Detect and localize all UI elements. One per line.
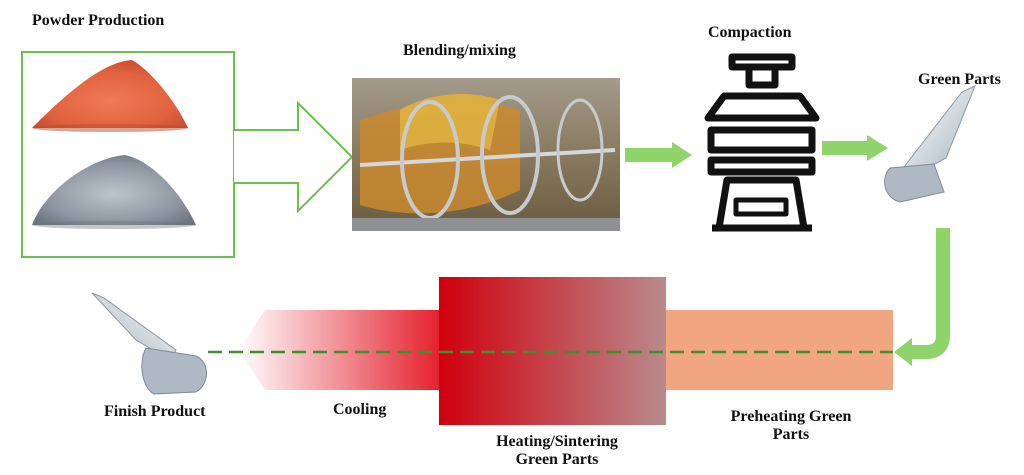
heating-sintering-label: Heating/Sintering Green Parts	[482, 433, 632, 470]
blending-mixing-label: Blending/mixing	[403, 42, 516, 59]
preheating-line2: Parts	[772, 426, 810, 444]
cooling-label: Cooling	[333, 401, 387, 418]
green-parts-to-preheat-arrow	[894, 228, 950, 366]
ribbon-blender-photo	[352, 78, 620, 231]
cooling-zone	[238, 310, 439, 390]
red-powder-pile	[32, 60, 188, 132]
powder-production-label: Powder Production	[32, 12, 165, 29]
turbine-blade-icon	[91, 292, 207, 395]
compaction-press-icon	[704, 53, 820, 232]
finish-product-label: Finish Product	[104, 403, 206, 420]
turbine-blade-icon	[884, 85, 976, 203]
compaction-label: Compaction	[708, 24, 792, 41]
gray-powder-pile	[32, 155, 196, 229]
preheating-line1: Preheating Green	[730, 408, 852, 425]
compaction-to-green-parts-arrow	[822, 135, 888, 161]
heating-sintering-line2: Green Parts	[515, 451, 599, 469]
preheating-label: Preheating Green Parts	[708, 408, 874, 445]
heating-sintering-line1: Heating/Sintering	[496, 433, 618, 450]
preheating-zone	[665, 310, 893, 390]
green-parts-label: Green Parts	[918, 71, 1001, 88]
blend-to-compaction-arrow	[625, 142, 692, 168]
powder-to-blend-arrow	[234, 100, 354, 214]
